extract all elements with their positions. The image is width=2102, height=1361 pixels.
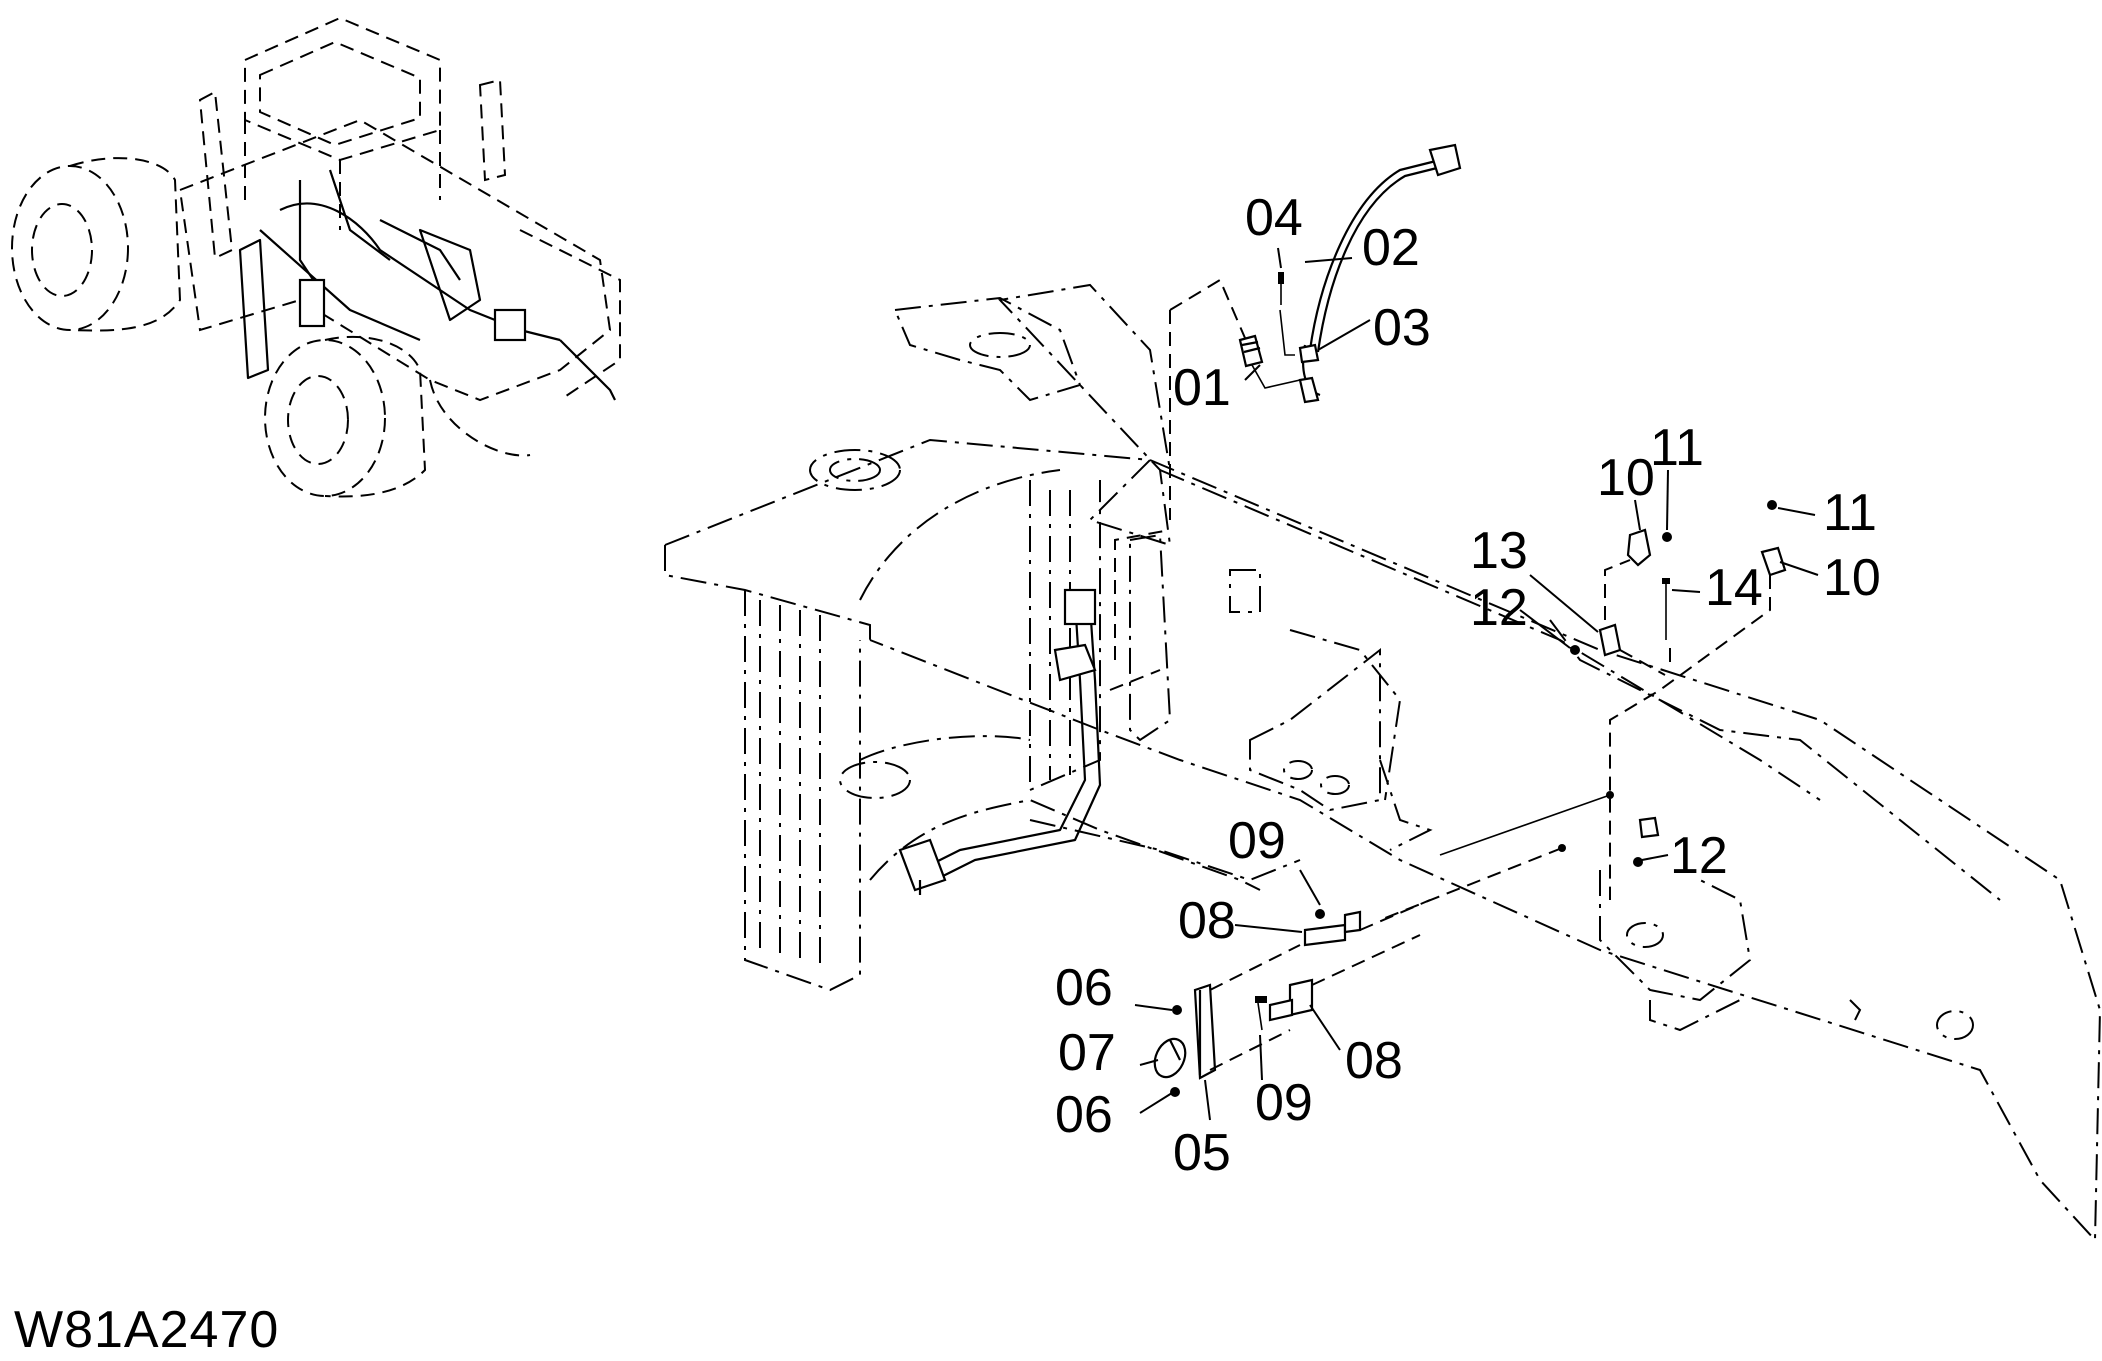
clip-part-03	[1279, 309, 1320, 364]
callout-07: 07	[1058, 1024, 1116, 1082]
callout-13: 13	[1470, 522, 1528, 580]
callout-06: 06	[1055, 1086, 1113, 1144]
bracket-group-05-09	[1153, 899, 1431, 1097]
callout-04: 04	[1245, 189, 1303, 247]
sensor-part-01	[1238, 334, 1301, 389]
phantom-link-sensor	[1169, 278, 1246, 520]
callout-08: 08	[1178, 892, 1236, 950]
callout-02: 02	[1362, 219, 1420, 277]
harness-on-frame	[898, 529, 1171, 895]
drawing-code: W81A2470	[14, 1301, 280, 1359]
callout-12: 12	[1470, 579, 1528, 637]
clamp-group-10-14	[1379, 500, 1787, 921]
callout-12: 12	[1670, 827, 1728, 885]
callout-01: 01	[1173, 359, 1231, 417]
callout-11: 11	[1650, 419, 1704, 477]
leader-lines	[1134, 247, 1819, 1121]
callout-09: 09	[1255, 1074, 1313, 1132]
callout-06: 06	[1055, 959, 1113, 1017]
callout-09: 09	[1228, 812, 1286, 870]
callout-05: 05	[1173, 1124, 1231, 1182]
callouts: 01 02 03 04 05 06 06 07 08 08 09 09 10 1…	[1055, 189, 1881, 1182]
loader-frame	[664, 283, 2102, 1243]
bolt-part-04	[1278, 272, 1284, 305]
callout-14: 14	[1705, 559, 1763, 617]
callout-08: 08	[1345, 1032, 1403, 1090]
callout-10: 10	[1597, 449, 1655, 507]
callout-11: 11	[1823, 484, 1877, 542]
callout-10: 10	[1823, 549, 1881, 607]
sensor-harness-part-02	[1298, 143, 1462, 404]
machine-overview-inset	[11, 16, 621, 498]
callout-03: 03	[1373, 299, 1431, 357]
